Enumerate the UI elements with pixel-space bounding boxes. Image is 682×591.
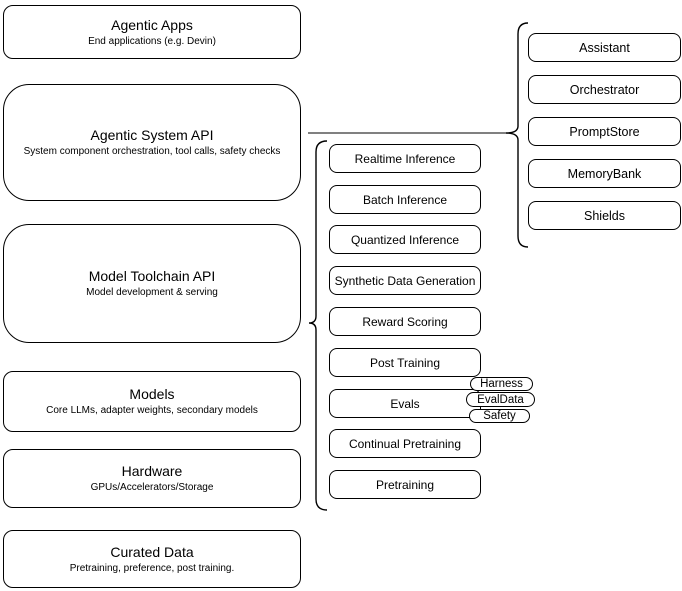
toolchain-box-label: Continual Pretraining (348, 436, 462, 451)
component-box-label: Shields (584, 208, 625, 223)
component-box-label: PromptStore (569, 124, 640, 139)
layer-models: Models Core LLMs, adapter weights, secon… (3, 371, 301, 432)
toolchain-box-label: Realtime Inference (354, 151, 456, 166)
layer-title: Model Toolchain API (88, 268, 216, 284)
layer-curated-data: Curated Data Pretraining, preference, po… (3, 530, 301, 588)
eval-tag-label: EvalData (477, 393, 524, 406)
component-box-label: Assistant (579, 40, 630, 55)
component-box-memorybank: MemoryBank (528, 159, 681, 188)
component-box-shields: Shields (528, 201, 681, 230)
toolchain-box-label: Batch Inference (362, 192, 448, 207)
layer-title: Agentic System API (90, 127, 214, 143)
layer-subtitle: GPUs/Accelerators/Storage (90, 482, 214, 493)
layer-subtitle: Pretraining, preference, post training. (69, 562, 235, 574)
toolchain-box-batch-inference: Batch Inference (329, 185, 481, 214)
toolchain-box-label: Evals (390, 396, 420, 411)
toolchain-box-reward-scoring: Reward Scoring (329, 307, 481, 336)
toolchain-box-synthetic-data-generation: Synthetic Data Generation (329, 266, 481, 295)
component-box-label: MemoryBank (567, 166, 642, 181)
component-box-assistant: Assistant (528, 33, 681, 62)
component-box-orchestrator: Orchestrator (528, 75, 681, 104)
layer-subtitle: End applications (e.g. Devin) (88, 35, 216, 47)
layer-title: Models (129, 386, 175, 402)
component-box-promptstore: PromptStore (528, 117, 681, 146)
eval-tag-label: Safety (483, 410, 516, 422)
toolchain-box-label: Synthetic Data Generation (334, 273, 476, 288)
eval-tag-evaldata: EvalData (466, 392, 535, 407)
layer-subtitle: System component orchestration, tool cal… (23, 146, 281, 157)
toolchain-box-quantized-inference: Quantized Inference (329, 225, 481, 254)
eval-tag-label: Harness (480, 378, 523, 390)
toolchain-box-label: Post Training (369, 355, 441, 370)
toolchain-box-label: Quantized Inference (350, 232, 460, 247)
eval-tag-safety: Safety (469, 409, 530, 423)
toolchain-group-bracket (308, 140, 328, 511)
eval-tag-harness: Harness (470, 377, 533, 391)
toolchain-box-continual-pretraining: Continual Pretraining (329, 429, 481, 458)
component-box-label: Orchestrator (569, 82, 640, 97)
toolchain-box-label: Pretraining (375, 477, 435, 492)
toolchain-box-label: Reward Scoring (362, 314, 448, 329)
components-group-bracket (505, 22, 529, 248)
layer-hardware: Hardware GPUs/Accelerators/Storage (3, 449, 301, 508)
toolchain-box-post-training: Post Training (329, 348, 481, 377)
toolchain-box-realtime-inference: Realtime Inference (329, 144, 481, 173)
layer-title: Agentic Apps (111, 16, 193, 33)
layer-subtitle: Model development & serving (86, 287, 218, 298)
toolchain-box-pretraining: Pretraining (329, 470, 481, 499)
layer-title: Hardware (121, 463, 183, 479)
layer-subtitle: Core LLMs, adapter weights, secondary mo… (46, 405, 258, 416)
toolchain-box-evals: Evals (329, 389, 481, 418)
layer-model-toolchain-api: Model Toolchain API Model development & … (3, 224, 301, 343)
layer-agentic-system-api: Agentic System API System component orch… (3, 84, 301, 201)
layer-title: Curated Data (110, 543, 194, 560)
layer-agentic-apps: Agentic Apps End applications (e.g. Devi… (3, 5, 301, 59)
